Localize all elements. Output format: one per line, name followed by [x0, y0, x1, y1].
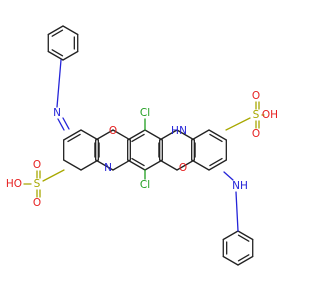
ring-nh-hydrogen-label: H: [171, 125, 179, 137]
phenyl-bottom-bond: [222, 255, 239, 266]
sulfonic-right-oxygen-top-label: O: [252, 90, 260, 102]
ring-center-bond: [144, 129, 163, 141]
ring-center-bond: [144, 159, 163, 171]
phenyl-top-bond: [62, 25, 79, 36]
ring-left-center-bond: [95, 129, 114, 141]
ring-left-bond: [63, 129, 82, 141]
ring-right-bond: [208, 159, 227, 171]
ring-oxygen-bottom-label: O: [179, 162, 187, 174]
ring-right-bond: [208, 129, 227, 141]
sulfonic-left-hydroxyl-label: HO: [6, 178, 22, 190]
ring-right-center-bond: [176, 129, 195, 141]
amine-phenyl-bond: [235, 191, 239, 232]
ring-nh-nitrogen-label: N: [179, 125, 187, 137]
sulfonic-right-bond: [225, 117, 251, 131]
ring-right-center-bond: [159, 129, 178, 141]
ring-left-center-bond: [112, 159, 131, 171]
ring-right-bond: [191, 159, 210, 171]
ring-left-bond: [80, 129, 99, 141]
ring-nitrogen-label: N: [104, 162, 112, 174]
sulfonic-left-bond: [42, 169, 65, 182]
phenyl-bottom-double-bond: [237, 234, 250, 242]
atom-labels: Cl Cl O O N N H N N H S O O OH S O O HO: [6, 90, 278, 209]
imine-phenyl-bond: [56, 59, 62, 108]
ring-center-bond: [127, 159, 146, 171]
bond-lines: [23, 25, 265, 266]
phenyl-bottom-bond: [222, 230, 239, 241]
phenyl-top-double-bond: [51, 49, 64, 57]
phenyl-top-bond: [62, 50, 79, 61]
phenyl-bottom-bond: [237, 230, 254, 241]
ring-oxygen-top-label: O: [109, 125, 117, 137]
imine-double-bond: [62, 117, 70, 130]
ring-center-bond: [127, 129, 146, 141]
imine-bond: [57, 118, 65, 131]
ring-right-double-bond: [209, 133, 223, 143]
amine-nitrogen-label: N: [232, 180, 240, 192]
phenyl-bottom-bond: [237, 255, 254, 266]
ring-right-bond: [191, 129, 210, 141]
ring-left-center-bond: [112, 129, 131, 141]
ring-left-center-bond: [95, 159, 114, 171]
sulfonic-right-sulfur-label: S: [253, 109, 260, 121]
ring-left-bond: [63, 159, 82, 171]
ring-center-double-bond: [131, 157, 145, 167]
sulfonic-right-hydroxyl-label: OH: [262, 109, 278, 121]
ring-right-center-bond: [159, 159, 178, 171]
amine-bond: [223, 171, 234, 181]
molecule-structure: Cl Cl O O N N H N N H S O O OH S O O HO: [6, 25, 278, 266]
imine-nitrogen-label: N: [53, 107, 61, 119]
phenyl-top-bond: [47, 50, 64, 61]
ring-center-double-bond: [131, 133, 145, 143]
chlorine-bottom-label: Cl: [140, 179, 150, 191]
sulfonic-left-oxygen-bottom-label: O: [33, 197, 41, 209]
amine-hydrogen-label: H: [240, 180, 248, 192]
phenyl-top-bond: [47, 25, 64, 36]
ring-left-bond: [80, 159, 99, 171]
sulfonic-left-sulfur-label: S: [34, 178, 41, 190]
chlorine-top-label: Cl: [140, 107, 150, 119]
ring-right-double-bond: [209, 157, 223, 167]
ring-right-center-bond: [176, 159, 195, 171]
phenyl-bottom-double-bond: [237, 254, 250, 262]
sulfonic-left-oxygen-top-label: O: [33, 159, 41, 171]
ring-left-double-bond: [67, 133, 81, 143]
phenyl-top-double-bond: [51, 29, 64, 37]
sulfonic-right-oxygen-bottom-label: O: [252, 128, 260, 140]
